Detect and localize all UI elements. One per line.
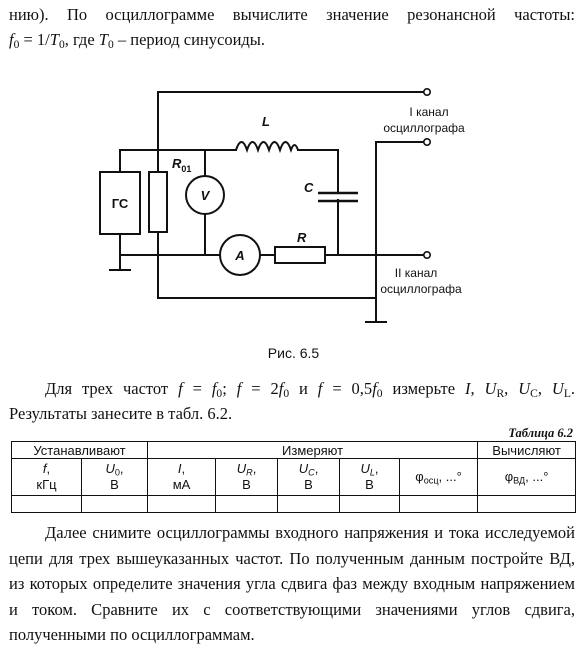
instructions-line-1: Для трех частот f = f0; f = 2f0 и f = 0,… [45, 379, 576, 400]
intro-formula: f0 = 1/T0 [9, 30, 65, 51]
ch2-label-line2: осциллографа [380, 282, 462, 296]
after-paragraph: Далее снимите осциллограммы входного нап… [9, 523, 575, 644]
figure-caption: Рис. 6.5 [267, 345, 320, 361]
group-compute: Вычисляют [477, 441, 577, 459]
c-label: C [304, 180, 314, 195]
ch1-label-line2: осциллографа [383, 121, 465, 135]
ammeter-icon [219, 234, 261, 276]
instructions-line-2: Результаты занесите в табл. 6.2. [9, 404, 233, 423]
ch2-label-line1: II канал [395, 266, 438, 280]
instructions-paragraph: Для трех частот f = f0; f = 2f0 и f = 0,… [9, 376, 575, 426]
resistor-r [274, 246, 326, 264]
group-set: Устанавливают [10, 441, 149, 459]
header-u0: U0,В [80, 458, 149, 496]
intro-line-1: нию). По осциллограмме вычислите значени… [9, 5, 575, 24]
ch1-label-line1: I канал [409, 105, 448, 119]
header-i: I,мА [147, 458, 217, 496]
l-label: L [262, 114, 270, 129]
voltmeter-label: V [201, 188, 211, 203]
ammeter-label: A [234, 248, 244, 263]
table-row [11, 495, 577, 513]
r01-label: R01 [172, 156, 191, 174]
table-title: Таблица 6.2 [508, 426, 573, 440]
group-measure: Измеряют [147, 441, 479, 459]
header-phi-osc: φосц, ...° [399, 458, 479, 496]
terminal-ch2-signal [422, 251, 431, 260]
resistor-r01 [148, 171, 168, 233]
generator-label: ГС [112, 196, 129, 211]
r-label: R [297, 230, 307, 245]
header-f: f,кГц [11, 458, 82, 496]
circuit-diagram: ГС R01 V A R L C I канал осциллографа II… [99, 88, 465, 323]
results-table: Устанавливают Измеряют Вычисляют f,кГц U… [10, 441, 577, 513]
header-phi-vd: φВД, ...° [477, 458, 577, 496]
terminal-ch1-ground [422, 138, 431, 147]
intro-paragraph: нию). По осциллограмме вычислите значени… [9, 2, 575, 52]
header-ul: UL,В [339, 458, 401, 496]
header-uc: UC,В [277, 458, 341, 496]
header-ur: UR,В [215, 458, 279, 496]
generator-box [99, 171, 141, 235]
terminal-ch1-signal [422, 88, 431, 97]
inductor-symbol [235, 141, 299, 154]
voltmeter-icon [185, 175, 225, 215]
